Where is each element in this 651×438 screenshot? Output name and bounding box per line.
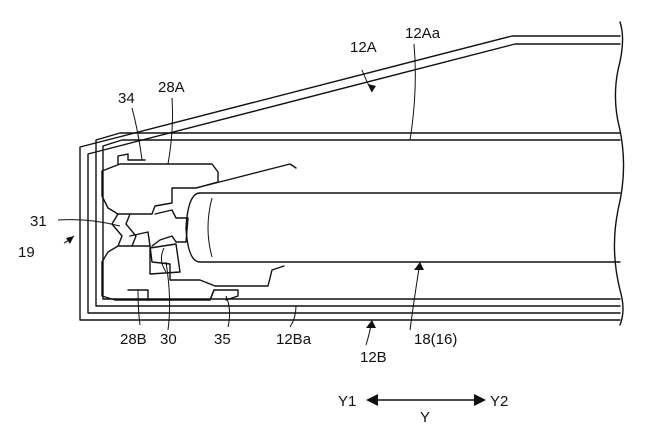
label-12aa: 12Aa bbox=[405, 25, 441, 42]
battery-cell bbox=[185, 192, 621, 263]
contact-parts bbox=[111, 209, 189, 275]
break-line bbox=[613, 21, 625, 326]
axis-label-y1: Y1 bbox=[338, 393, 356, 410]
label-12a: 12A bbox=[350, 39, 377, 56]
label-12b: 12B bbox=[360, 349, 387, 366]
axis-label-y2: Y2 bbox=[490, 393, 508, 410]
label-35: 35 bbox=[214, 331, 231, 348]
upper-housing-shell bbox=[79, 35, 621, 321]
label-28b: 28B bbox=[120, 331, 147, 348]
label-12ba: 12Ba bbox=[276, 331, 312, 348]
leader-arrowheads bbox=[66, 84, 424, 328]
label-30: 30 bbox=[160, 331, 177, 348]
holder-28a bbox=[101, 153, 297, 215]
label-28a: 28A bbox=[158, 79, 185, 96]
clip-35 bbox=[209, 289, 239, 301]
label-19: 19 bbox=[18, 244, 35, 261]
axis-label-y: Y bbox=[420, 409, 430, 426]
leader-lines bbox=[57, 43, 421, 346]
label-31: 31 bbox=[30, 213, 47, 230]
holder-28b bbox=[101, 245, 285, 301]
housing-inner-walls bbox=[95, 132, 621, 307]
y-axis-indicator: Y1 Y2 Y bbox=[338, 393, 508, 426]
label-34: 34 bbox=[118, 90, 135, 107]
arrow-left-icon bbox=[366, 394, 378, 406]
label-18-16: 18(16) bbox=[414, 331, 457, 348]
arrow-right-icon bbox=[474, 394, 486, 406]
